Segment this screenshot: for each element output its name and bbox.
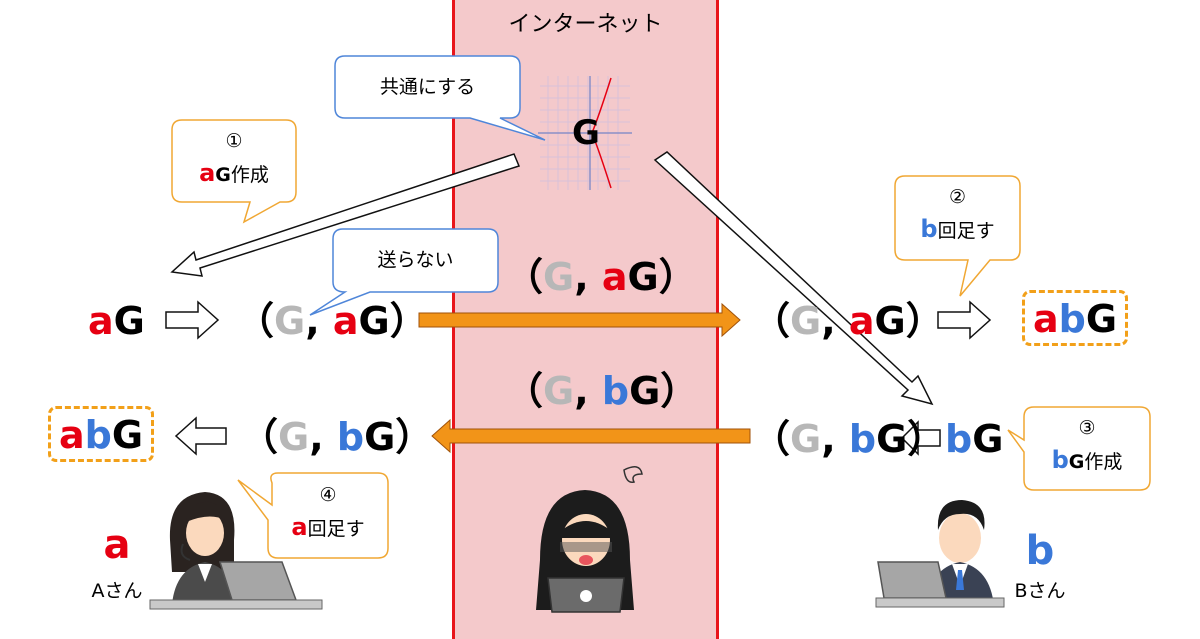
generator-label: G	[572, 113, 600, 153]
tuple-g-ag-transit: （G, aG）	[505, 255, 697, 299]
step2-number: ②	[948, 186, 967, 208]
tuple-g-bg-bob: （G, bG）	[752, 417, 946, 461]
step3-number: ③	[1078, 417, 1096, 439]
bob-bg: bG	[945, 417, 1004, 461]
alice-letter: a	[103, 522, 131, 568]
arrow-ag-to-tuple	[165, 300, 220, 340]
bubble-step1	[171, 119, 297, 224]
transmit-arrow-left	[431, 418, 751, 454]
bubble-step4	[237, 472, 389, 559]
step1-gen: G	[215, 163, 231, 186]
step3-text: 作成	[1084, 450, 1123, 473]
step4-number: ④	[319, 484, 337, 506]
tuple-g-ag-alice: （G, aG）	[236, 299, 428, 343]
step4-text: 回足す	[307, 517, 365, 540]
step2-text: 回足す	[937, 219, 995, 242]
alice-ag: aG	[88, 299, 145, 343]
alice-illustration	[149, 492, 323, 610]
bubble-step3-text: ③ bG作成	[1024, 415, 1150, 477]
bob-letter: b	[1025, 528, 1055, 574]
bubble-step2-text: ② b回足す	[895, 184, 1020, 246]
alice-shared-secret-box	[48, 406, 154, 462]
step1-number: ①	[225, 130, 243, 152]
tuple-g-ag-bob: （G, aG）	[752, 299, 944, 343]
bubble-not-send	[309, 228, 499, 316]
bob-illustration	[875, 500, 1005, 608]
arrow-tuple-to-abg	[937, 300, 992, 340]
bob-shared-secret-box	[1022, 290, 1128, 346]
bubble-not-send-text: 送らない	[377, 249, 454, 271]
tuple-g-bg-transit: （G, bG）	[505, 369, 699, 413]
internet-label: インターネット	[508, 12, 663, 37]
step4-key: a	[291, 512, 308, 541]
step2-key: b	[920, 214, 938, 243]
arrow-bg-to-tuple	[900, 420, 941, 456]
transmit-arrow-right	[418, 302, 741, 338]
hacker-illustration	[536, 466, 643, 613]
bubble-common	[334, 55, 546, 141]
bubble-step3	[1007, 406, 1151, 491]
bubble-common-text: 共通にする	[379, 76, 476, 98]
alice-abg: abG	[59, 413, 144, 457]
step1-text: 作成	[230, 163, 269, 186]
tuple-g-bg-alice: （G, bG）	[240, 415, 434, 459]
arrow-tuple-to-abg-left	[174, 416, 227, 456]
alice-name: Aさん	[91, 580, 143, 602]
step1-key: a	[199, 158, 216, 187]
bob-name: Bさん	[1014, 580, 1066, 602]
bubble-step1-text: ① aG作成	[172, 128, 296, 190]
curve-graph-icon	[538, 76, 632, 190]
bubble-step2	[894, 175, 1021, 297]
bob-abg: abG	[1033, 297, 1118, 341]
step3-gen: G	[1068, 450, 1085, 473]
bubble-step4-text: ④ a回足す	[268, 482, 388, 544]
step3-key: b	[1051, 445, 1069, 474]
arrow-g-to-bg	[653, 151, 934, 406]
arrow-g-to-ag	[170, 153, 521, 277]
